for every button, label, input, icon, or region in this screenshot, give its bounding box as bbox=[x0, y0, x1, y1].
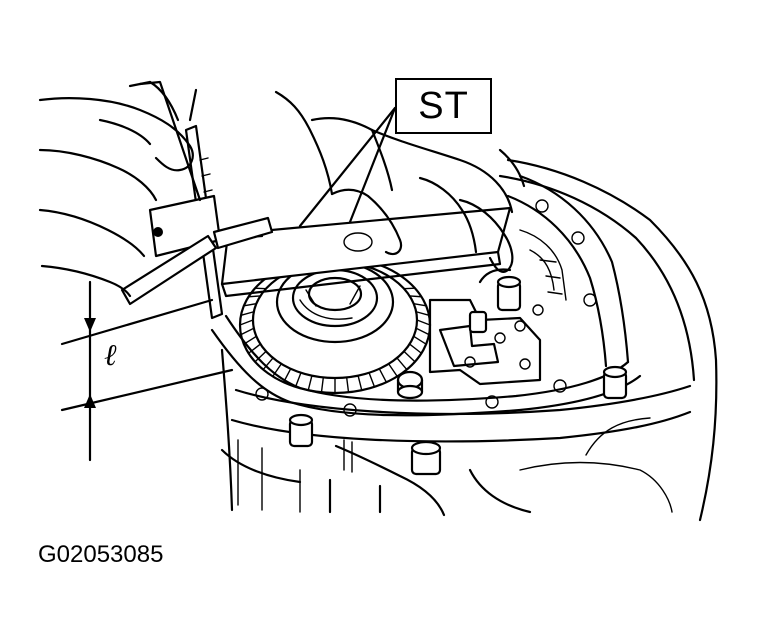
gear-tooth bbox=[282, 368, 292, 383]
gear-tooth bbox=[247, 295, 262, 298]
gear-tooth bbox=[243, 335, 258, 345]
depth-gauge bbox=[120, 80, 274, 320]
st-leader-lines bbox=[298, 106, 397, 228]
gear-tooth bbox=[412, 335, 427, 345]
case-flange bbox=[210, 174, 642, 417]
gear-tooth bbox=[408, 343, 423, 354]
valve-body bbox=[428, 229, 567, 386]
dimension-label: ℓ bbox=[104, 338, 117, 373]
gear-tooth bbox=[247, 343, 262, 354]
gear-tooth bbox=[416, 319, 431, 326]
gear-tooth bbox=[240, 311, 255, 317]
gear-tooth bbox=[307, 374, 313, 391]
gear-tooth bbox=[408, 295, 423, 298]
gear-tooth bbox=[345, 376, 350, 394]
gear-tooth bbox=[294, 372, 302, 388]
gear-tooth bbox=[272, 363, 283, 378]
gear-tooth bbox=[254, 350, 267, 363]
left-hand bbox=[38, 80, 194, 298]
gear-tooth bbox=[320, 376, 325, 394]
gear-tooth bbox=[239, 319, 254, 326]
st-callout-label: ST bbox=[395, 78, 492, 134]
gear-tooth bbox=[240, 327, 255, 336]
figure-id: G02053085 bbox=[38, 541, 164, 568]
case-bolts bbox=[288, 365, 628, 517]
gear-tooth bbox=[412, 302, 427, 307]
dimension-marker bbox=[60, 280, 234, 462]
gear-tooth bbox=[415, 311, 430, 317]
gear-tooth bbox=[378, 368, 388, 383]
gear-tooth bbox=[415, 327, 430, 336]
gear-tooth bbox=[387, 363, 398, 378]
gear-tooth bbox=[262, 357, 274, 371]
gear-tooth bbox=[403, 350, 416, 363]
right-hand bbox=[274, 90, 526, 273]
gear-tooth bbox=[357, 374, 363, 391]
gear-tooth bbox=[396, 357, 408, 371]
gear-tooth bbox=[368, 372, 376, 388]
gear-tooth bbox=[243, 302, 258, 307]
